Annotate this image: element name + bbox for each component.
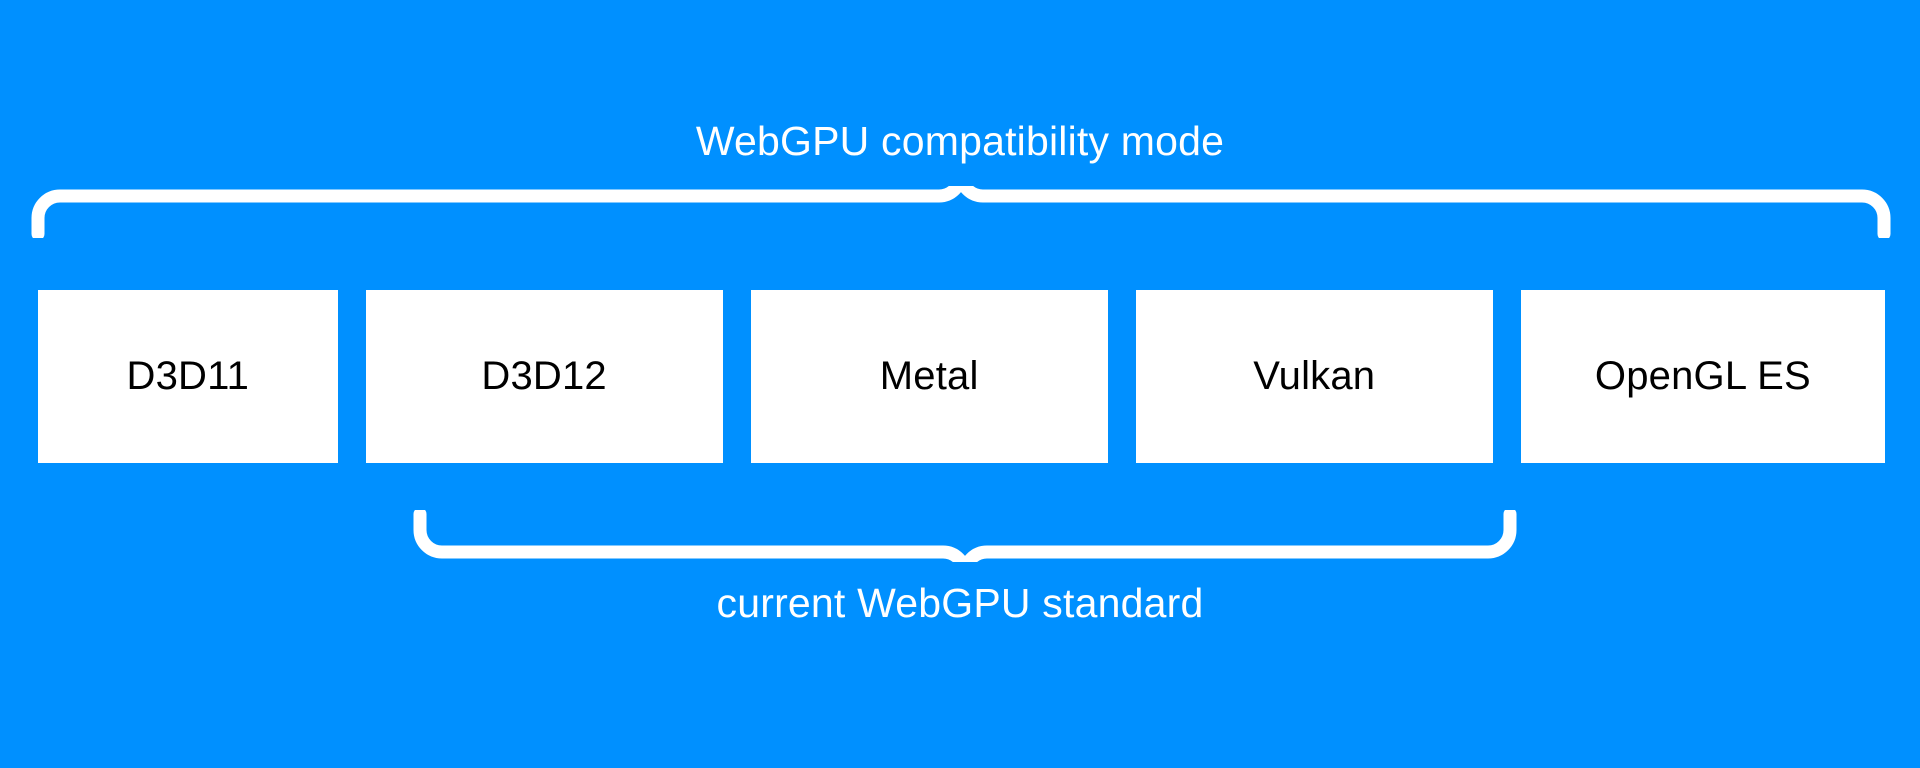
api-box-label: OpenGL ES [1594, 354, 1811, 398]
api-box-d3d12[interactable]: D3D12 [365, 290, 723, 463]
bottom-brace-icon [413, 510, 1517, 562]
api-box-label: D3D12 [481, 354, 607, 398]
api-box-opengl-es[interactable]: OpenGL ES [1520, 290, 1886, 463]
top-brace-label: WebGPU compatibility mode [695, 118, 1225, 164]
api-box-row: D3D11 D3D12 Metal Vulkan OpenGL ES [38, 290, 1886, 463]
top-brace-icon [31, 186, 1891, 238]
api-box-vulkan[interactable]: Vulkan [1135, 290, 1493, 463]
bottom-brace-label: current WebGPU standard [716, 580, 1204, 626]
api-box-label: Vulkan [1253, 354, 1376, 398]
api-box-label: Metal [879, 354, 979, 398]
api-box-d3d11[interactable]: D3D11 [38, 290, 338, 463]
api-box-label: D3D11 [126, 354, 250, 398]
api-box-metal[interactable]: Metal [750, 290, 1108, 463]
